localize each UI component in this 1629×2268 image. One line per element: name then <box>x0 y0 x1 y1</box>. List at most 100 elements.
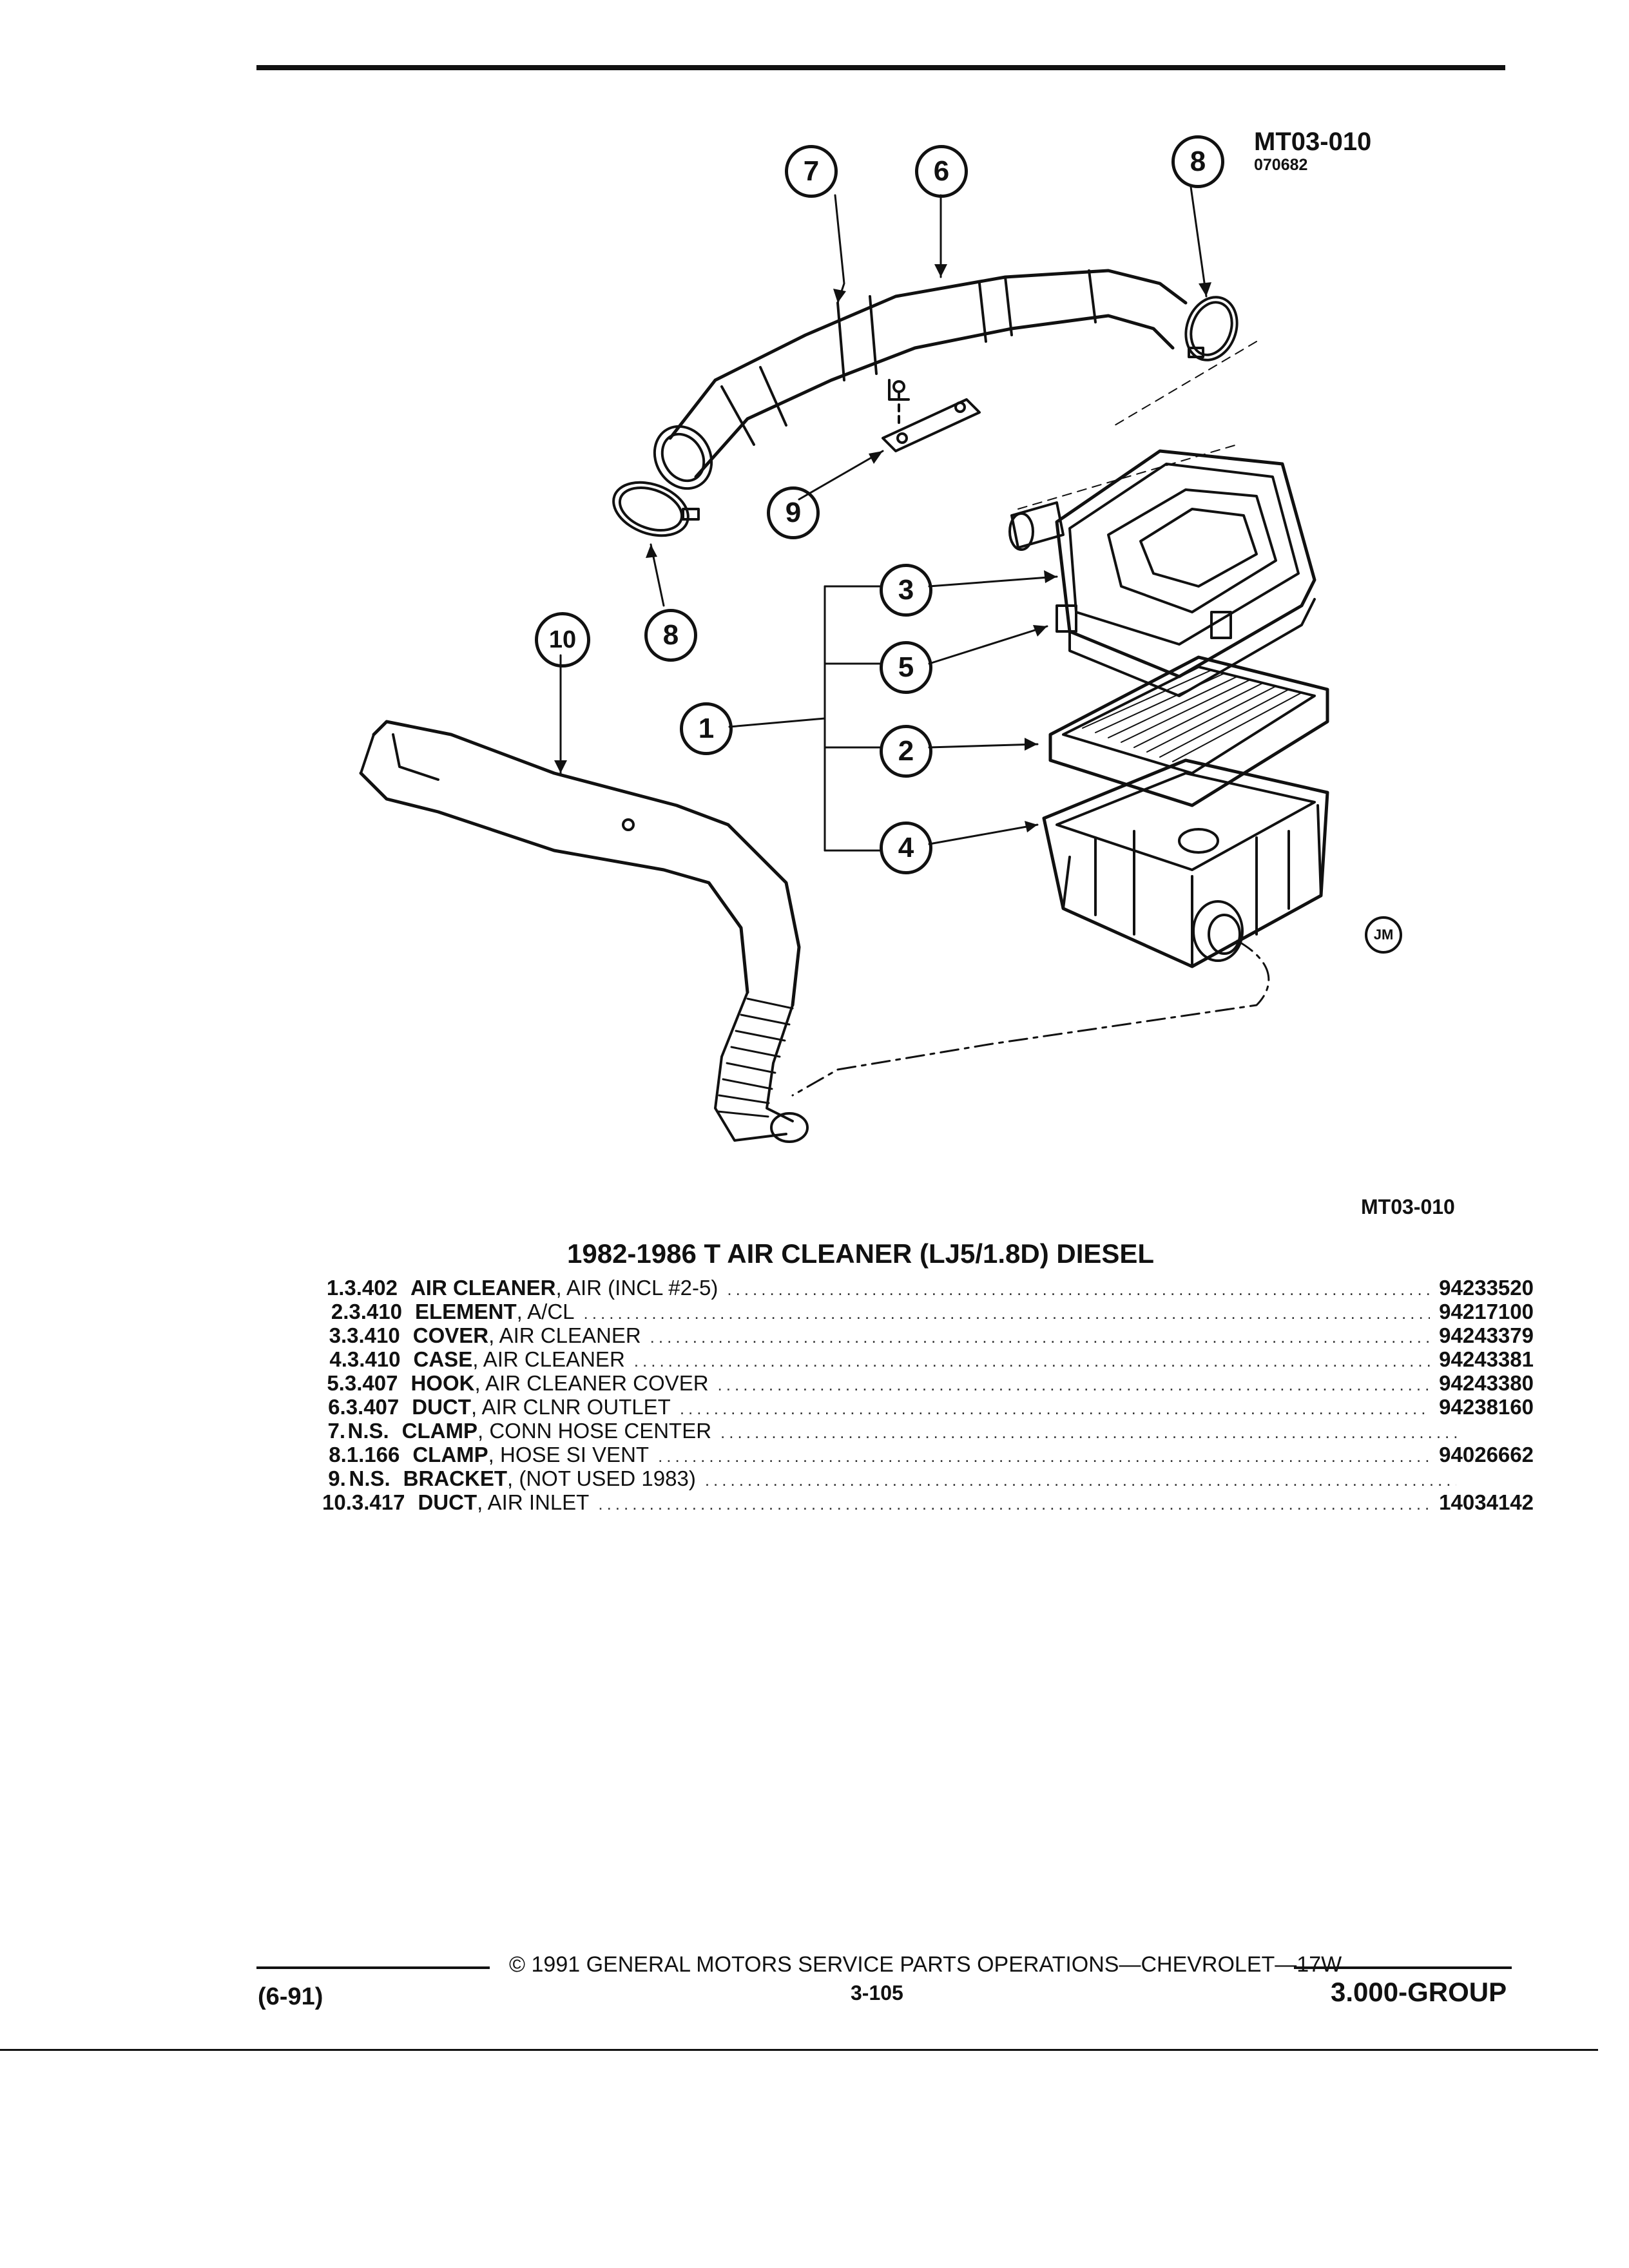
parts-row: 9.N.S. BRACKET, (NOT USED 1983) <box>322 1466 1534 1490</box>
part-number: 94243380 <box>1439 1371 1534 1395</box>
part-detail: , HOSE SI VENT <box>488 1443 650 1466</box>
part-number: 94233520 <box>1439 1276 1534 1300</box>
callout-7: 7 <box>785 145 838 198</box>
part-description: DUCT, AIR INLET <box>418 1490 589 1514</box>
page-title: 1982-1986 T AIR CLEANER (LJ5/1.8D) DIESE… <box>567 1238 1155 1269</box>
part-description: CLAMP, CONN HOSE CENTER <box>402 1419 711 1443</box>
hose-clamp-lower-drawing <box>612 481 700 537</box>
figure-code: 070682 <box>1254 156 1308 174</box>
item-number: 10. <box>322 1490 352 1514</box>
bottom-rule <box>0 2049 1598 2051</box>
group-code: 3.417 <box>351 1490 405 1514</box>
part-name: DUCT <box>412 1395 471 1419</box>
group-label: 3.000-GROUP <box>1331 1977 1507 2007</box>
leader-dots <box>720 1421 1458 1445</box>
part-detail: , A/CL <box>516 1300 575 1323</box>
part-detail: , AIR CLEANER COVER <box>474 1371 709 1395</box>
parts-row: 4.3.410 CASE, AIR CLEANER 94243381 <box>322 1347 1534 1371</box>
callout-9: 9 <box>767 486 820 539</box>
parts-row: 7.N.S.CLAMP, CONN HOSE CENTER <box>322 1419 1534 1443</box>
callout-leaders <box>559 186 1208 852</box>
leader-dots <box>658 1445 1430 1468</box>
inlet-duct-drawing <box>359 720 809 1143</box>
part-description: CLAMP, HOSE SI VENT <box>412 1443 649 1466</box>
callout-3: 3 <box>880 564 932 617</box>
air-cleaner-exploded-diagram <box>359 186 1329 1143</box>
part-name: DUCT <box>418 1490 477 1514</box>
leader-dots <box>650 1325 1431 1349</box>
part-number: 94238160 <box>1439 1395 1534 1419</box>
item-number: 5. <box>327 1371 345 1395</box>
revision-date: (6-91) <box>258 1983 323 2010</box>
leader-dots <box>727 1278 1430 1302</box>
callout-6: 6 <box>915 145 968 198</box>
part-name: CASE <box>413 1347 473 1371</box>
part-description: DUCT, AIR CLNR OUTLET <box>412 1395 671 1419</box>
callout-10: 10 <box>535 612 590 668</box>
callout-4: 4 <box>880 822 932 874</box>
parts-row: 5.3.407 HOOK, AIR CLEANER COVER 94243380 <box>322 1371 1534 1395</box>
part-detail: , CONN HOSE CENTER <box>477 1419 712 1443</box>
group-code: 3.407 <box>345 1395 400 1419</box>
item-number: 8. <box>329 1443 347 1466</box>
group-code: 3.410 <box>349 1300 402 1323</box>
footer-rule-right <box>1294 1966 1512 1969</box>
part-detail: , AIR CLEANER <box>472 1347 625 1371</box>
leader-dots <box>705 1468 1457 1492</box>
part-description: AIR CLEANER, AIR (INCL #2-5) <box>410 1276 718 1300</box>
item-number: 1. <box>326 1276 345 1300</box>
part-description: COVER, AIR CLEANER <box>413 1323 641 1347</box>
air-cleaner-cover-drawing <box>1008 449 1316 697</box>
parts-row: 2.3.410 ELEMENT, A/CL 94217100 <box>322 1300 1534 1323</box>
part-description: CASE, AIR CLEANER <box>414 1347 625 1371</box>
part-number: 94026662 <box>1439 1443 1534 1466</box>
leader-dots <box>634 1349 1430 1373</box>
connection-line <box>791 939 1270 1097</box>
air-cleaner-element-drawing <box>1048 655 1329 807</box>
part-name: CLAMP <box>412 1443 488 1466</box>
group-code: 3.407 <box>344 1371 398 1395</box>
alignment-line <box>1114 341 1257 426</box>
part-number: 94243379 <box>1439 1323 1534 1347</box>
bracket-drawing <box>882 392 981 452</box>
part-name: ELEMENT <box>414 1300 517 1323</box>
part-number: 14034142 <box>1439 1490 1534 1514</box>
part-number: 94243381 <box>1439 1347 1534 1371</box>
leader-dots <box>680 1397 1430 1421</box>
part-description: HOOK, AIR CLEANER COVER <box>410 1371 708 1395</box>
item-number: 4. <box>329 1347 347 1371</box>
leader-dots <box>598 1492 1430 1516</box>
part-name: COVER <box>412 1323 489 1347</box>
part-number: 94217100 <box>1439 1300 1534 1323</box>
leader-dots <box>584 1302 1431 1325</box>
parts-row: 8.1.166 CLAMP, HOSE SI VENT 94026662 <box>322 1443 1534 1466</box>
group-code: N.S. <box>347 1419 389 1443</box>
group-code: N.S. <box>349 1466 390 1490</box>
part-detail: , AIR (INCL #2-5) <box>555 1276 718 1300</box>
group-code: 3.410 <box>347 1323 400 1347</box>
callout-8-lower: 8 <box>644 609 697 662</box>
callout-5: 5 <box>880 641 932 694</box>
group-code: 3.410 <box>347 1347 401 1371</box>
item-number: 6. <box>328 1395 346 1419</box>
item-number: 9. <box>328 1466 346 1490</box>
callout-8-upper: 8 <box>1171 135 1224 188</box>
top-rule <box>256 65 1505 70</box>
callout-2: 2 <box>880 725 932 778</box>
callout-1: 1 <box>680 702 733 755</box>
part-detail: , AIR CLEANER <box>488 1323 641 1347</box>
part-detail: , AIR CLNR OUTLET <box>470 1395 671 1419</box>
part-description: BRACKET, (NOT USED 1983) <box>403 1466 696 1490</box>
part-name: AIR CLEANER <box>410 1276 556 1300</box>
part-name: CLAMP <box>401 1419 477 1443</box>
part-description: ELEMENT, A/CL <box>415 1300 575 1323</box>
leader-dots <box>718 1373 1431 1397</box>
part-detail: , AIR INLET <box>477 1490 590 1514</box>
group-code: 1.166 <box>346 1443 400 1466</box>
figure-id: MT03-010 <box>1254 128 1372 156</box>
item-number: 2. <box>331 1300 349 1323</box>
parts-row: 6.3.407 DUCT, AIR CLNR OUTLET 94238160 <box>322 1395 1534 1419</box>
